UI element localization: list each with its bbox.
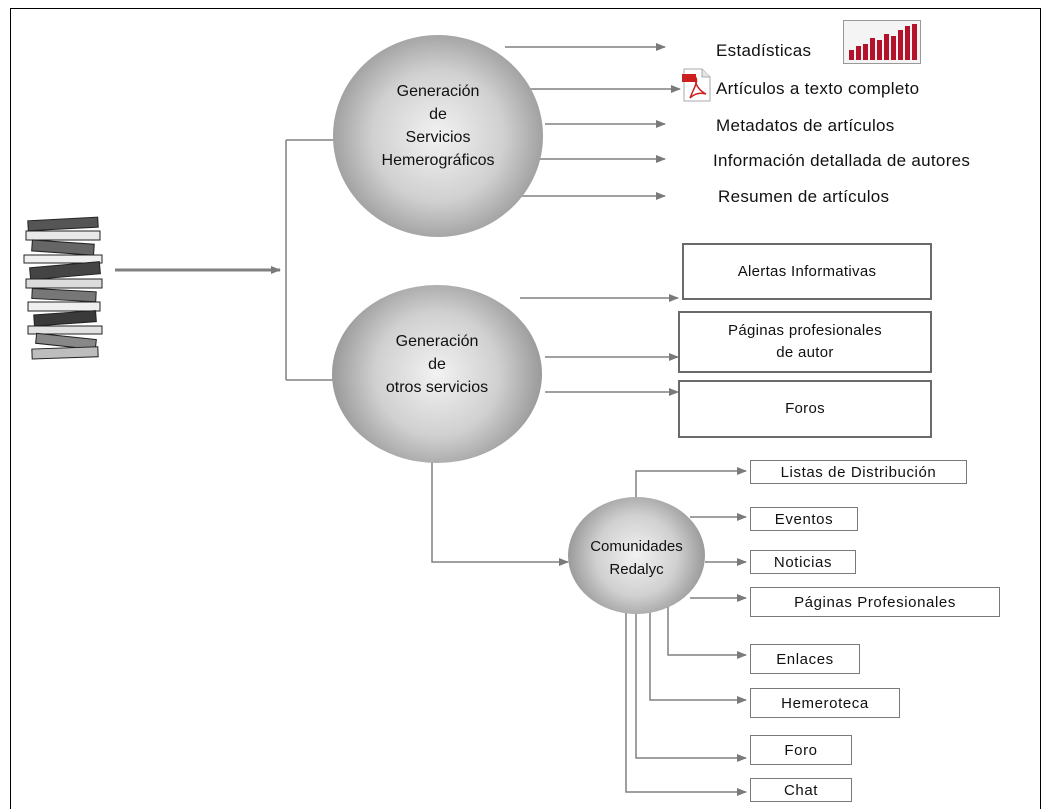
books-stack-icon: [23, 216, 103, 360]
hub-line: Comunidades: [590, 538, 683, 555]
box-paginas-autor: Páginas profesionales de autor: [678, 311, 932, 373]
box-foro: Foro: [750, 735, 852, 765]
arrow-enlaces: [667, 605, 747, 659]
arrow-chat: [625, 608, 747, 796]
arrow-comunidades: [431, 462, 569, 566]
box-eventos: Eventos: [750, 507, 858, 531]
pdf-icon: [682, 68, 711, 102]
box-hemeroteca: Hemeroteca: [750, 688, 900, 718]
hub-otros-servicios-label: Generación de otros servicios: [332, 330, 542, 399]
hub-line: Generación: [395, 333, 479, 350]
hub-line: de: [428, 356, 446, 373]
box-label: Alertas Informativas: [737, 262, 877, 280]
box-label: Foro: [784, 741, 818, 759]
hub-line: Hemerográficos: [381, 152, 495, 169]
box-label: Eventos: [774, 510, 834, 528]
hub-line: de: [429, 106, 447, 123]
arrow-hemeroteca: [649, 612, 747, 704]
box-label: Páginas profesionales: [728, 322, 882, 339]
hub-hemerograficos-label: Generación de Servicios Hemerográficos: [333, 80, 543, 172]
box-paginas-profesionales: Páginas Profesionales: [750, 587, 1000, 617]
hub-comunidades: [568, 497, 705, 614]
box-foros: Foros: [678, 380, 932, 438]
box-label: Chat: [783, 781, 819, 799]
arrow-foro: [635, 612, 747, 762]
hub-line: Generación: [396, 83, 480, 100]
box-label: Páginas Profesionales: [794, 593, 956, 611]
box-label: de autor: [776, 344, 834, 361]
hub-hemerograficos: [333, 35, 543, 237]
output-informacion-autores: Información detallada de autores: [713, 151, 971, 170]
hub-comunidades-label: Comunidades Redalyc: [562, 535, 711, 581]
box-enlaces: Enlaces: [750, 644, 860, 674]
output-resumen: Resumen de artículos: [718, 187, 890, 206]
bar-chart-icon: [843, 20, 921, 64]
box-label: Enlaces: [776, 650, 834, 668]
arrow-listas: [635, 467, 747, 502]
box-listas-distribucion: Listas de Distribución: [750, 460, 967, 484]
diagram-frame: [10, 8, 1041, 809]
hub-line: otros servicios: [385, 379, 489, 396]
output-estadisticas: Estadísticas: [716, 41, 812, 60]
box-label: Listas de Distribución: [780, 463, 937, 481]
output-articulos: Artículos a texto completo: [716, 79, 920, 98]
box-alertas: Alertas Informativas: [682, 243, 932, 300]
output-metadatos: Metadatos de artículos: [716, 116, 895, 135]
box-chat: Chat: [750, 778, 852, 802]
box-label: Noticias: [773, 553, 833, 571]
hub-otros-servicios: [332, 285, 542, 463]
box-noticias: Noticias: [750, 550, 856, 574]
box-label: Foros: [785, 400, 825, 417]
hub-line: Redalyc: [609, 561, 664, 578]
hub-line: Servicios: [405, 129, 471, 146]
box-label: Hemeroteca: [781, 694, 869, 712]
